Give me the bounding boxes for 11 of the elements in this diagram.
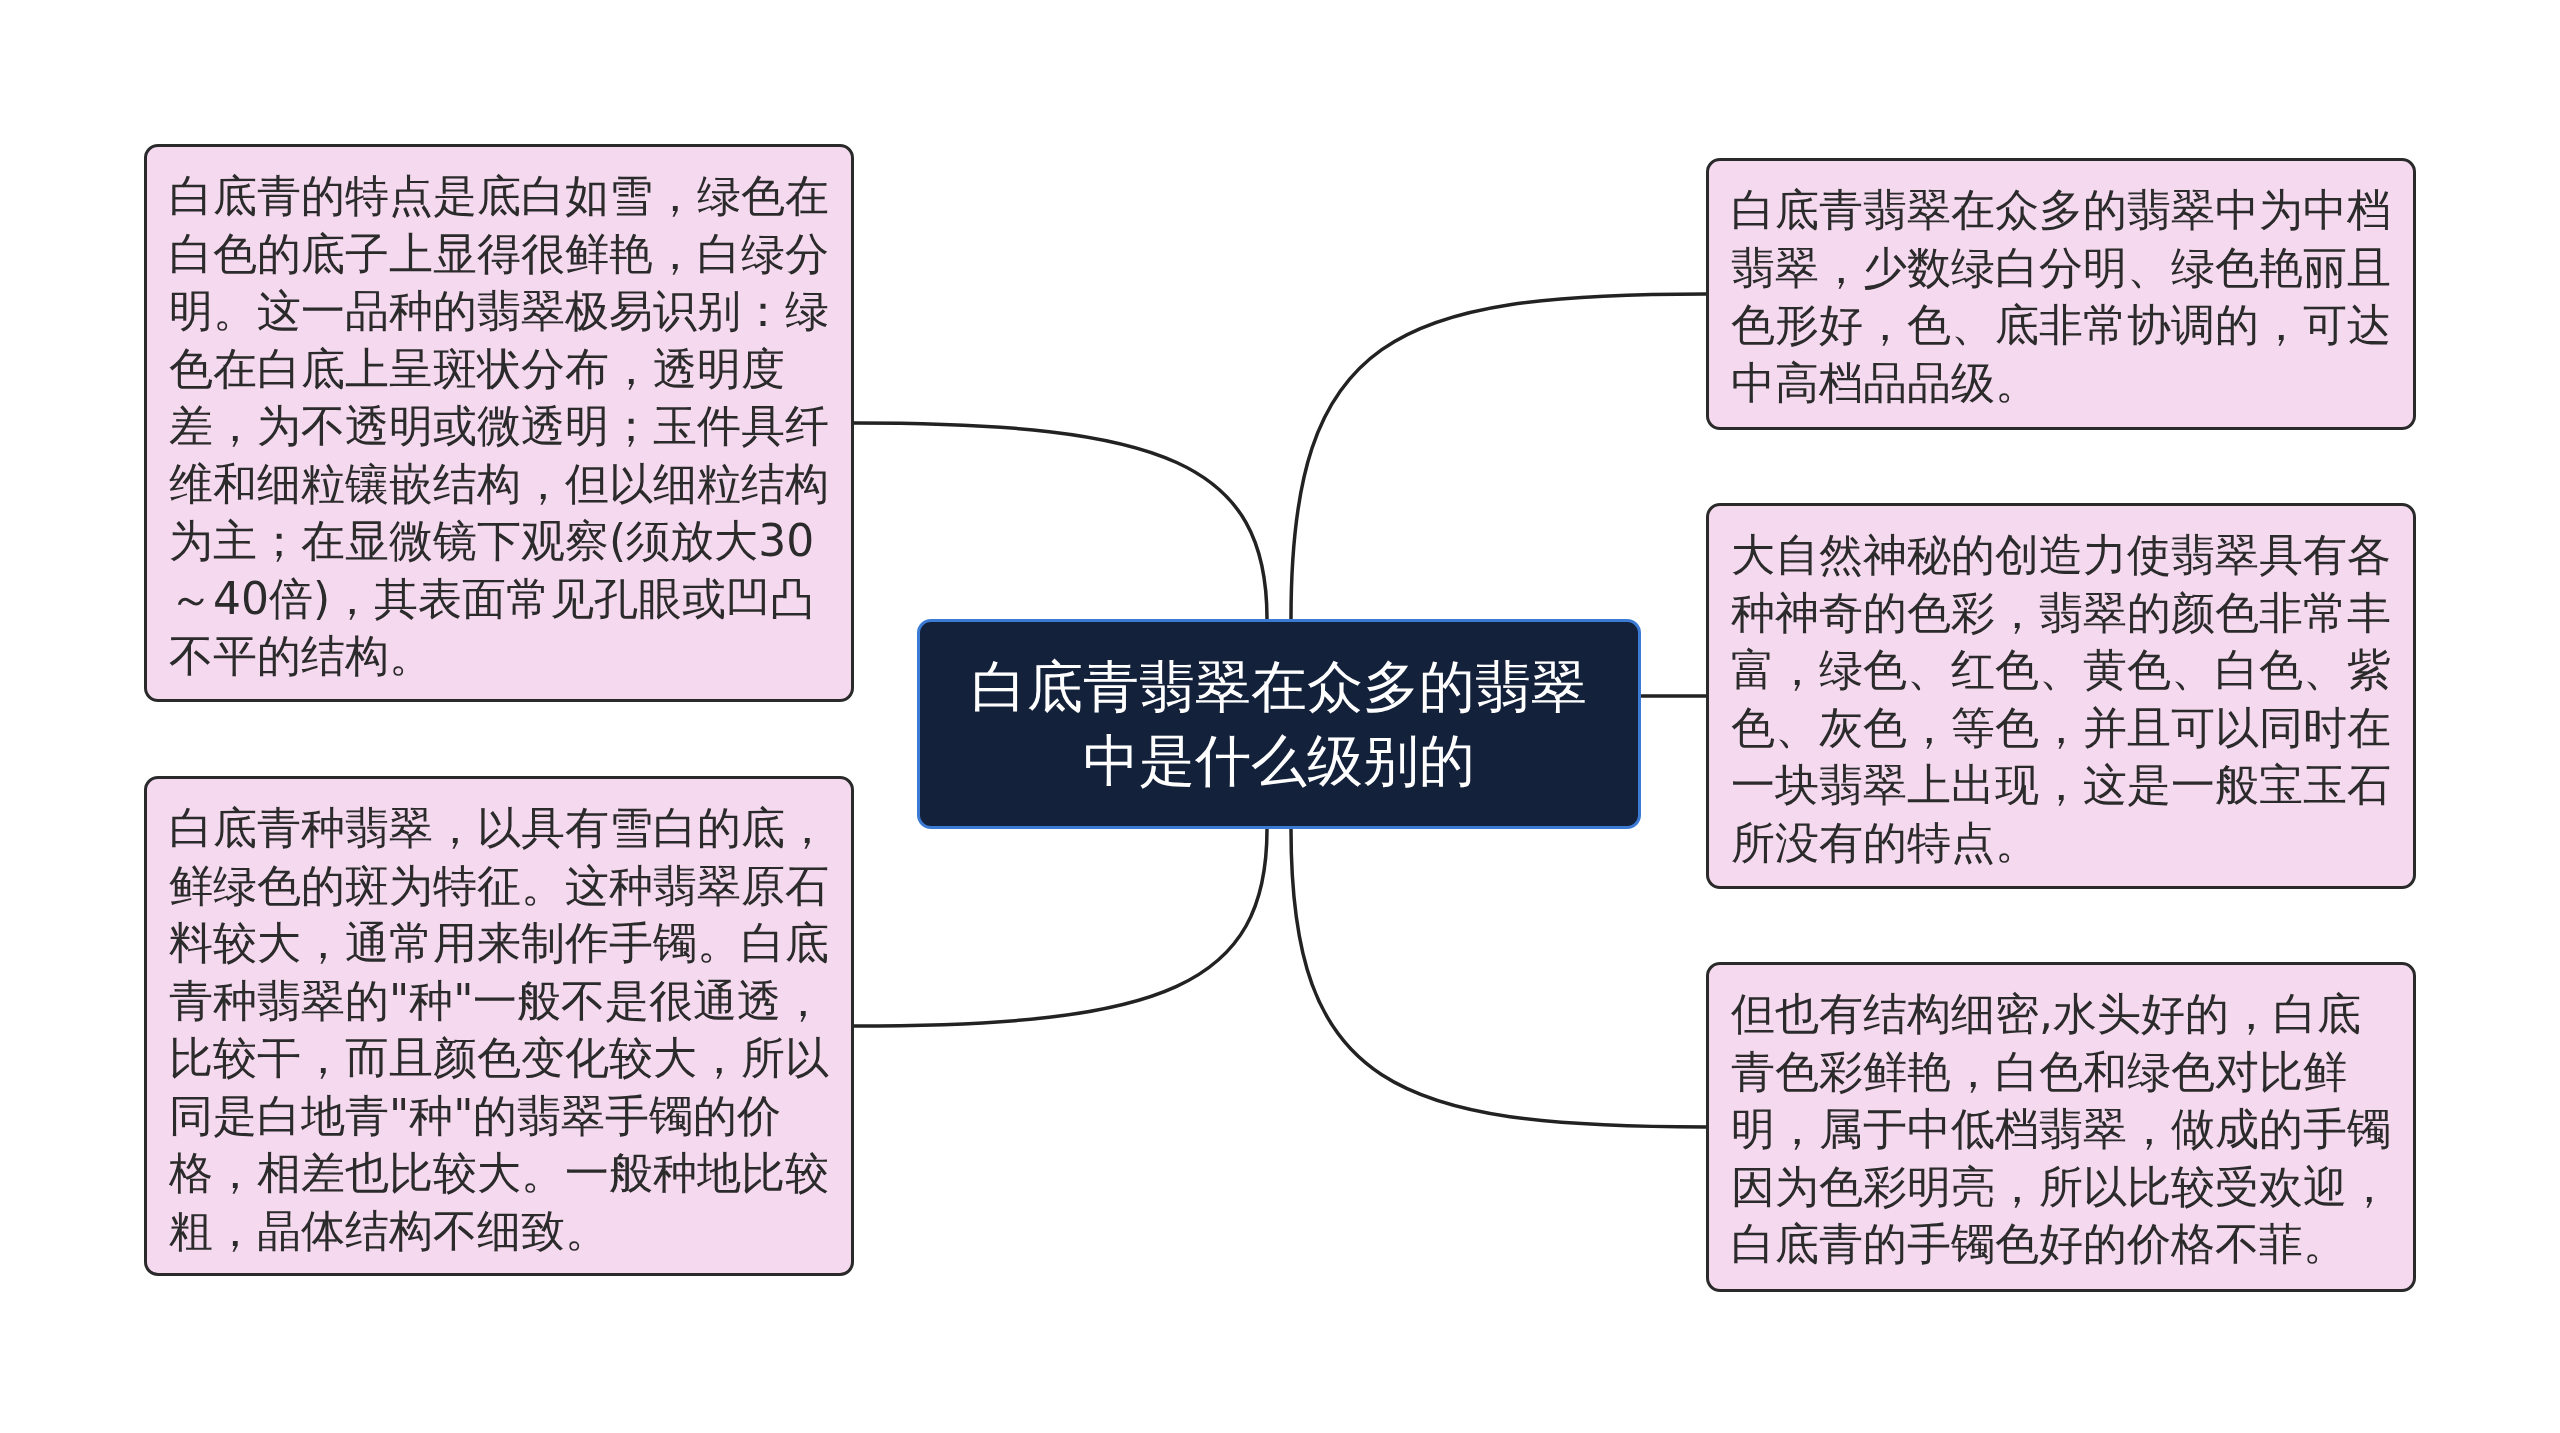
topic-box: 白底青的特点是底白如雪，绿色在白色的底子上显得很鲜艳，白绿分明。这一品种的翡翠极易识别：绿色在白底上呈斑状分布，透明度差，为不透明或微透明；玉件具纤维和细粒镶嵌结构，但以细粒结构为主；在显微镜下观察(须放大30～40倍)，其表面常见孔眼或凹凸不平的结构。 xyxy=(144,144,854,702)
connector-line xyxy=(1289,292,1707,620)
connector-line xyxy=(1289,828,1707,1129)
topic-box: 大自然神秘的创造力使翡翠具有各种神奇的色彩，翡翠的颜色非常丰富，绿色、红色、黄色、白色、紫色、灰色，等色，并且可以同时在一块翡翠上出现，这是一般宝玉石所没有的特点。 xyxy=(1706,503,2416,889)
connector-line xyxy=(853,828,1269,1028)
connector-line xyxy=(853,421,1269,620)
topic-box: 白底青种翡翠，以具有雪白的底，鲜绿色的斑为特征。这种翡翠原石料较大，通常用来制作手镯。白底青种翡翠的"种"一般不是很通透，比较干，而且颜色变化较大，所以同是白地青"种"的翡翠手镯的价格，相差也比较大。一般种地比较粗，晶体结构不细致。 xyxy=(144,776,854,1276)
topic-box: 白底青翡翠在众多的翡翠中为中档翡翠，少数绿白分明、绿色艳丽且色形好，色、底非常协调的，可达中高档品品级。 xyxy=(1706,158,2416,430)
topic-box: 但也有结构细密,水头好的，白底青色彩鲜艳，白色和绿色对比鲜明，属于中低档翡翠，做成的手镯因为色彩明亮，所以比较受欢迎，白底青的手镯色好的价格不菲。 xyxy=(1706,962,2416,1292)
connector-line xyxy=(1641,694,1706,698)
central-topic-box: 白底青翡翠在众多的翡翠中是什么级别的 xyxy=(917,619,1641,829)
